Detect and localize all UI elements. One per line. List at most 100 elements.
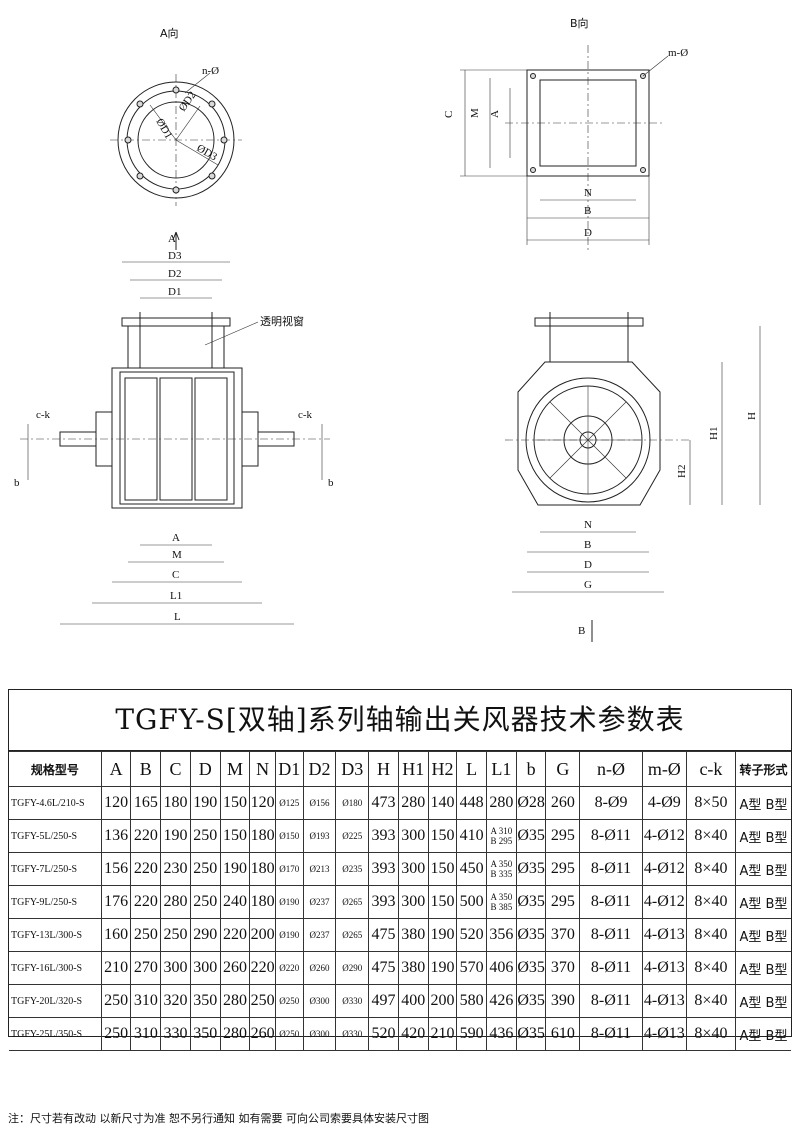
- table-cell: 4-Ø13: [641, 918, 687, 952]
- table-cell: 200: [249, 918, 276, 952]
- table-cell: 520: [368, 1017, 399, 1051]
- table-cell: 295: [545, 819, 581, 853]
- table-cell: 250: [189, 819, 221, 853]
- table-title: TGFY-S[双轴]系列轴输出关风器技术参数表: [9, 690, 791, 751]
- table-cell: 280: [219, 1017, 251, 1051]
- table-cell: A型 B型: [735, 885, 791, 919]
- header-cell: c-k: [685, 751, 737, 787]
- table-cell: TGFY-25L/350-S: [9, 1017, 102, 1051]
- b-view-b: B: [584, 205, 591, 217]
- side-h1: H1: [708, 427, 720, 440]
- table-cell: Ø235: [335, 852, 370, 886]
- front-b-left: b: [14, 477, 20, 489]
- table-cell: 520: [456, 918, 488, 952]
- table-cell: 610: [545, 1017, 581, 1051]
- table-cell: 150: [219, 786, 251, 820]
- table-cell: 190: [427, 918, 458, 952]
- table-cell: 270: [130, 951, 162, 985]
- table-cell: 400: [397, 984, 429, 1018]
- side-d: D: [584, 559, 592, 571]
- front-view: A D3 D2 D1 透明视窗 c-k c-k b b: [14, 231, 334, 625]
- table-cell: 8-Ø11: [579, 1017, 643, 1051]
- table-cell: Ø190: [274, 918, 304, 952]
- table-cell: 4-Ø12: [641, 885, 687, 919]
- table-cell: Ø300: [302, 984, 337, 1018]
- side-h: H: [746, 412, 758, 420]
- table-cell: 220: [219, 918, 251, 952]
- table-cell: 180: [249, 819, 276, 853]
- table-cell: Ø213: [302, 852, 337, 886]
- table-cell: 8-Ø11: [579, 984, 643, 1018]
- header-cell: n-Ø: [579, 751, 643, 787]
- table-cell: 4-Ø13: [641, 984, 687, 1018]
- table-cell: 176: [100, 885, 132, 919]
- table-cell: 180: [249, 885, 276, 919]
- side-view: H2 H1 H N B D G B: [505, 312, 761, 642]
- table-cell: 406: [486, 951, 517, 985]
- table-cell: 280: [486, 786, 517, 820]
- front-m: M: [172, 549, 182, 561]
- header-cell: M: [219, 751, 251, 787]
- table-cell: 4-Ø13: [641, 1017, 687, 1051]
- table-cell: 220: [249, 951, 276, 985]
- table-cell: 500: [456, 885, 488, 919]
- table-cell: 350: [189, 984, 221, 1018]
- header-cell: D: [189, 751, 221, 787]
- b-view: B向 m-Ø C M A N B D: [443, 16, 688, 250]
- table-cell: TGFY-5L/250-S: [9, 819, 102, 853]
- table-cell: 295: [545, 852, 581, 886]
- table-cell: 150: [427, 885, 458, 919]
- table-cell: A型 B型: [735, 984, 791, 1018]
- table-cell: 8-Ø11: [579, 918, 643, 952]
- table-cell: 200: [427, 984, 458, 1018]
- table-cell: 220: [130, 852, 162, 886]
- table-cell: 160: [100, 918, 132, 952]
- front-ck-right: c-k: [298, 409, 313, 421]
- table-cell: 260: [249, 1017, 276, 1051]
- table-cell: Ø237: [302, 885, 337, 919]
- table-cell: 310: [130, 984, 162, 1018]
- table-cell: Ø180: [335, 786, 370, 820]
- table-cell: 380: [397, 951, 429, 985]
- table-cell: 393: [368, 819, 399, 853]
- table-cell: A型 B型: [735, 951, 791, 985]
- b-view-d: D: [584, 227, 592, 239]
- table-cell: 250: [130, 918, 162, 952]
- table-cell: Ø250: [274, 984, 304, 1018]
- table-cell: 8×50: [685, 786, 737, 820]
- table-cell: Ø265: [335, 918, 370, 952]
- table-cell: 250: [100, 1017, 132, 1051]
- table-cell: 180: [249, 852, 276, 886]
- table-cell: A型 B型: [735, 1017, 791, 1051]
- header-cell: A: [100, 751, 132, 787]
- table-cell: 190: [219, 852, 251, 886]
- a-view-n-phi: n-Ø: [202, 65, 219, 77]
- header-cell: 转子形式: [735, 751, 791, 787]
- table-cell: 497: [368, 984, 399, 1018]
- table-cell: 570: [456, 951, 488, 985]
- table-cell: 8×40: [685, 1017, 737, 1051]
- side-b: B: [584, 539, 591, 551]
- table-cell: 120: [100, 786, 132, 820]
- table-cell: A型 B型: [735, 819, 791, 853]
- table-cell: 210: [100, 951, 132, 985]
- a-view-d1: ØD1: [153, 117, 174, 142]
- table-cell: Ø300: [302, 1017, 337, 1051]
- table-cell: Ø35: [515, 918, 547, 952]
- header-cell: C: [160, 751, 191, 787]
- header-cell: b: [515, 751, 547, 787]
- side-n: N: [584, 519, 592, 531]
- table-cell: A型 B型: [735, 786, 791, 820]
- header-cell: H: [368, 751, 399, 787]
- b-view-m-phi: m-Ø: [668, 47, 688, 59]
- table-cell: Ø35: [515, 1017, 547, 1051]
- table-cell: 420: [397, 1017, 429, 1051]
- table-cell: 210: [427, 1017, 458, 1051]
